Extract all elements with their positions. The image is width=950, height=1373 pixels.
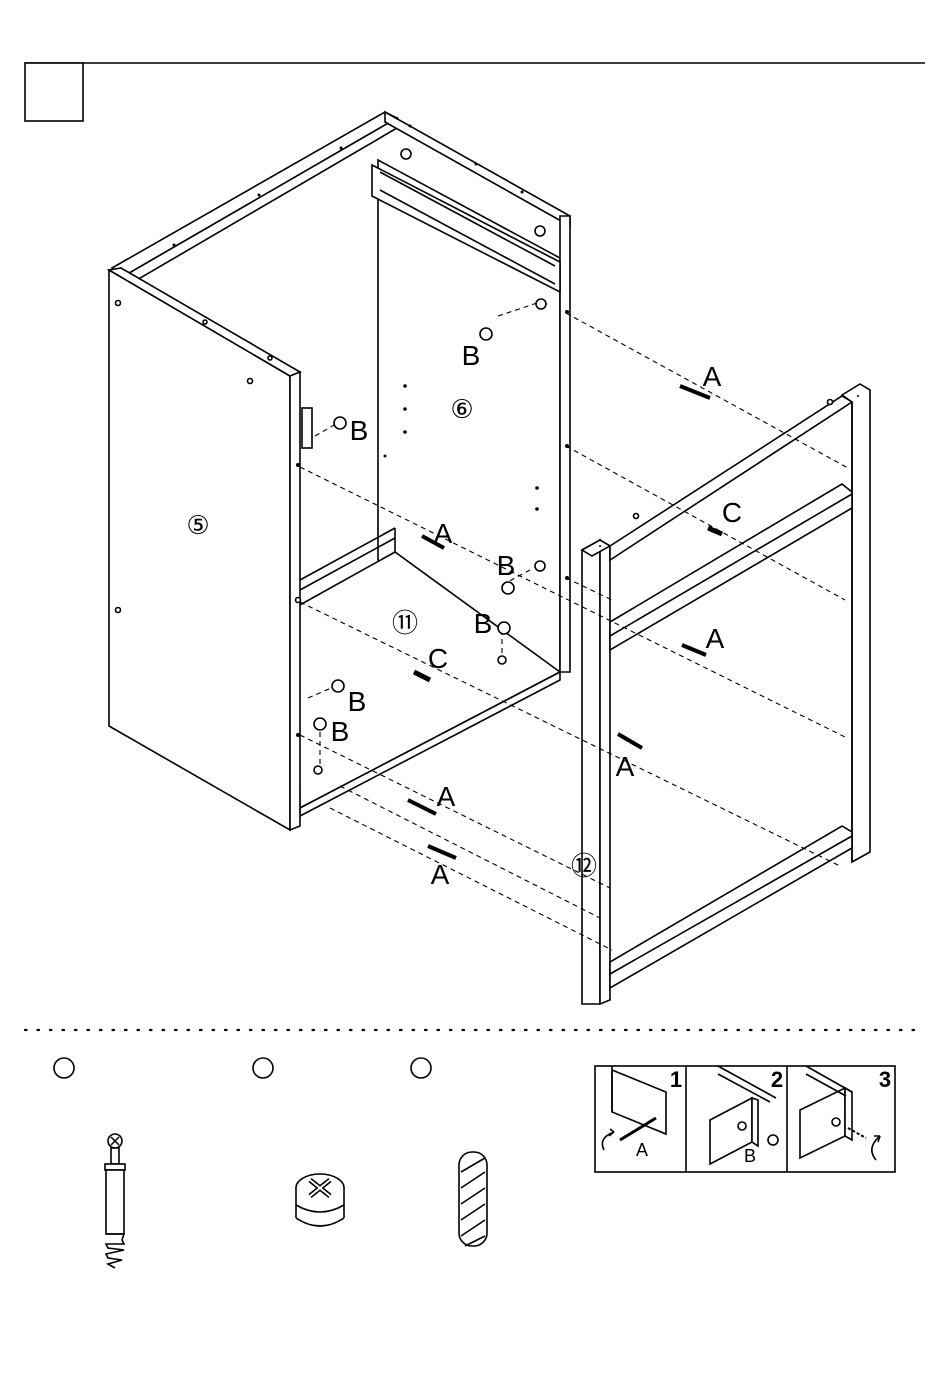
callout-a: A [434,518,453,549]
cam-lock-icon [480,328,492,340]
cam-lock-icon [296,1174,344,1226]
part-number-frame: ⑫ [571,852,597,882]
cam-lock-instructions-inset: 1 A 2 B 3 [595,1066,895,1172]
inset-step-number: 2 [771,1067,783,1092]
cam-bolt-icon [428,846,456,858]
left-side-panel [109,268,312,830]
callout-c: C [722,497,742,528]
hardware-list [54,1058,487,1268]
part-number-back-panel: ⑥ [450,395,473,425]
cam-bolt-icon [682,645,706,655]
callout-b: B [474,608,493,639]
callout-a: A [616,751,635,782]
cam-bolt-icon [105,1134,125,1268]
hardware-item-b [253,1058,344,1226]
hardware-item-c [411,1058,487,1246]
callout-a: A [431,859,450,890]
step-number-box [25,63,83,121]
callout-b: B [497,550,516,581]
quantity-circle [411,1058,431,1078]
callout-a: A [437,781,456,812]
wooden-dowel-icon [459,1152,487,1246]
cam-lock-icon [498,622,510,634]
callout-c: C [428,643,448,674]
inset-step-number: 3 [879,1067,891,1092]
part-number-bottom-panel: ⑪ [392,609,418,639]
callout-a: A [703,361,722,392]
front-frame [582,384,870,1004]
cam-bolt-icon [408,800,436,814]
hardware-item-a [54,1058,125,1268]
callout-b: B [331,716,350,747]
cam-bolt-icon [618,734,642,748]
callout-b: B [462,340,481,371]
wooden-dowel-icon [708,528,722,534]
callout-b: B [350,415,369,446]
cam-lock-icon [332,680,344,692]
cam-lock-icon [334,417,346,429]
inset-label: B [744,1146,756,1166]
inset-label: A [636,1140,648,1160]
part-number-left-panel: ⑤ [186,511,209,541]
quantity-circle [54,1058,74,1078]
callout-b: B [348,686,367,717]
cam-lock-icon [314,718,326,730]
step-header [25,63,925,121]
callout-a: A [706,623,725,654]
quantity-circle [253,1058,273,1078]
inset-step-number: 1 [670,1067,682,1092]
cam-lock-icon [502,582,514,594]
